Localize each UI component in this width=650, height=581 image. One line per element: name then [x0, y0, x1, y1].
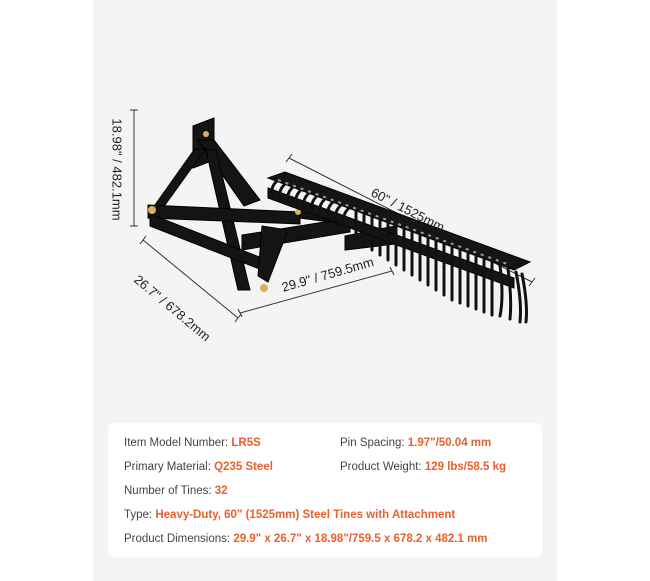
spec-weight: Product Weight: 129 lbs/58.5 kg — [340, 461, 507, 473]
frame-width-guide-line — [239, 270, 393, 314]
spec-material: Primary Material: Q235 Steel — [124, 461, 273, 473]
spec-pin-spacing: Pin Spacing: 1.97"/50.04 mm — [340, 437, 492, 449]
rake-tines — [270, 180, 528, 324]
height-dimension-label: 18.98" / 482.1mm — [109, 118, 125, 221]
rake-bar — [266, 171, 532, 271]
cross-bar — [147, 204, 301, 225]
landscape-rake-illustration — [130, 109, 536, 324]
hitch-pin-bottom — [260, 284, 268, 292]
specifications-panel: Item Model Number: LR5S Pin Spacing: 1.9… — [108, 423, 542, 557]
spec-type: Type: Heavy-Duty, 60" (1525mm) Steel Tin… — [124, 509, 456, 521]
tine-clamps — [277, 179, 511, 266]
spec-model: Item Model Number: LR5S — [124, 437, 261, 449]
spec-tines: Number of Tines: 32 — [124, 485, 228, 497]
spec-dimensions: Product Dimensions: 29.9" x 26.7" x 18.9… — [124, 533, 488, 545]
depth-guide-line — [142, 239, 239, 319]
hitch-pin-left — [148, 206, 156, 214]
